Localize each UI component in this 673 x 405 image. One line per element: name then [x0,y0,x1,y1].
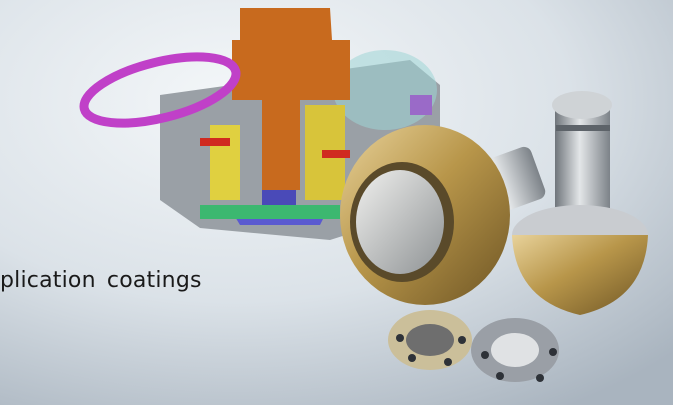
brass-roller [340,125,510,305]
gear-left [210,125,240,200]
magenta-o-ring [79,52,241,128]
caption-text: plication coatings [0,268,202,293]
purple-block [410,95,432,115]
orange-rod [232,8,350,190]
stud-follower [512,91,648,315]
red-seal-right [322,150,350,158]
red-seal-left [200,138,230,146]
green-base [200,205,340,219]
small-bearings [388,310,559,382]
